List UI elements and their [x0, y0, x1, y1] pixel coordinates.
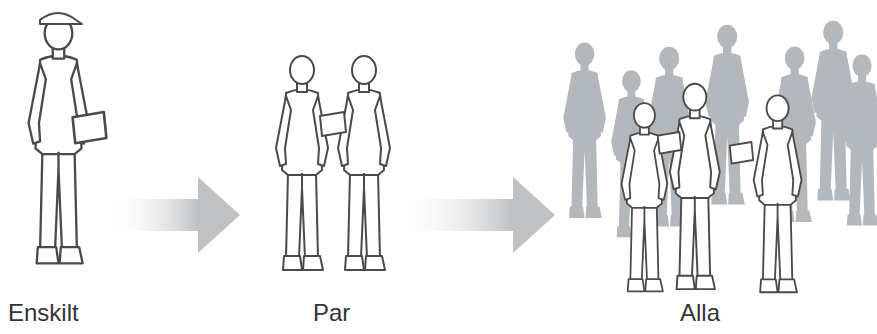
stage-label: Par [311, 298, 352, 328]
stage-group: Par [240, 0, 395, 334]
flow-arrow [108, 177, 240, 253]
stage-label: Enskilt [6, 298, 81, 328]
pair-of-workers [276, 56, 390, 270]
stage-group: Enskilt [4, 0, 108, 334]
flow-arrow [395, 177, 555, 253]
group-of-workers [563, 21, 877, 293]
single-worker [29, 13, 107, 263]
stage-label: Alla [678, 298, 722, 328]
stage-group: Alla [555, 0, 873, 334]
